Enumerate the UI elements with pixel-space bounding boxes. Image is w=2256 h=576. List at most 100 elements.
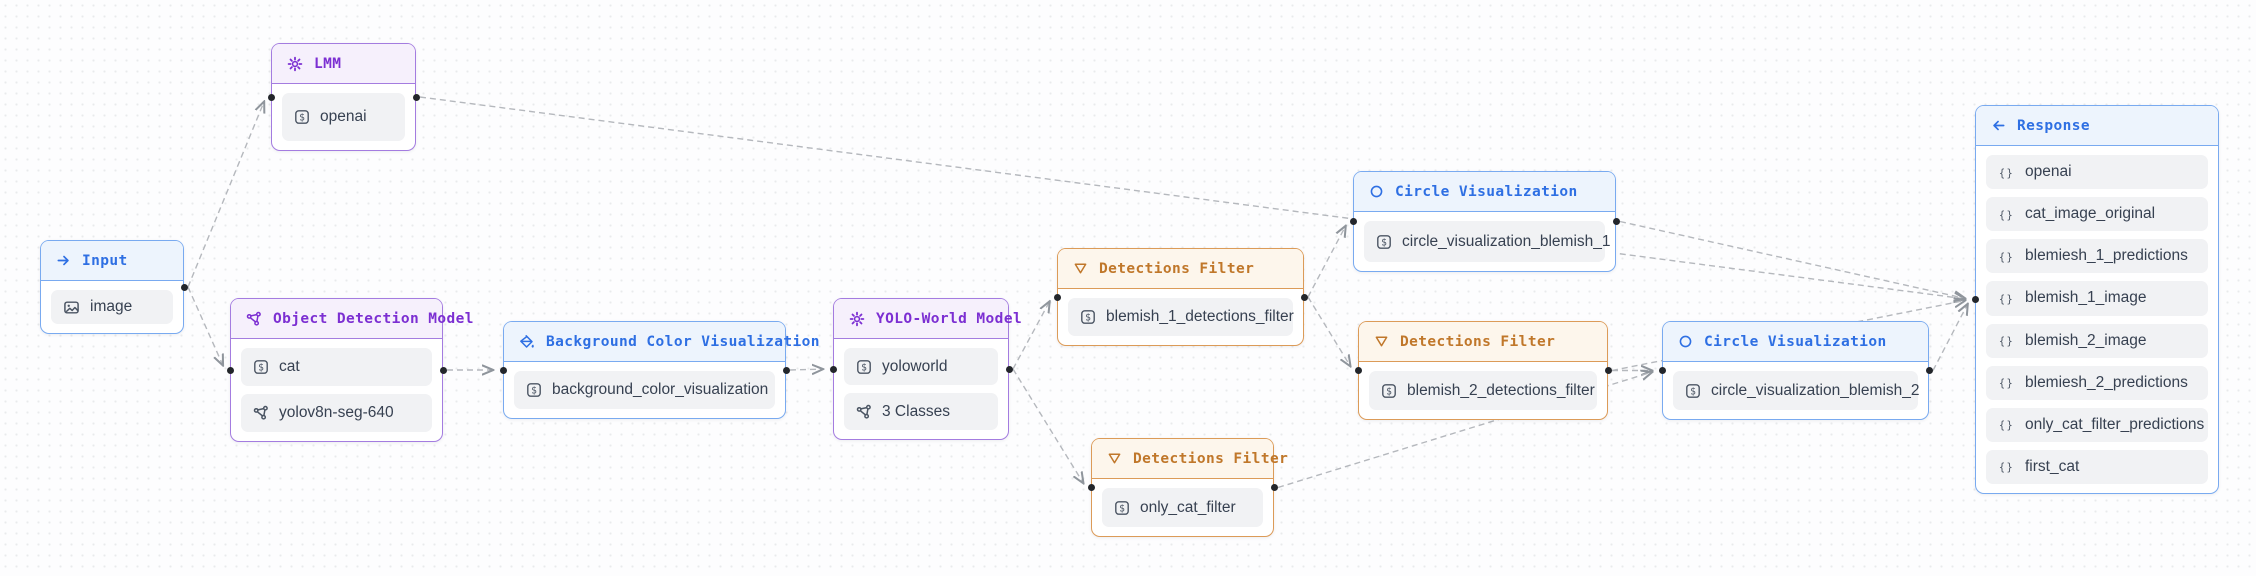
- node-body: {}openai {}cat_image_original {}blemiesh_1…: [1976, 146, 2218, 493]
- funnel-icon: [1107, 451, 1122, 466]
- node-bgviz[interactable]: Background Color Visualization $ backgrou…: [499, 321, 820, 419]
- node-header[interactable]: YOLO-World Model: [834, 299, 1022, 339]
- edge-bgviz-to-yolo: [789, 369, 822, 370]
- output-port[interactable]: [1270, 484, 1278, 491]
- edge-df1-to-cv1: [1307, 227, 1345, 298]
- node-title: LMM: [314, 55, 342, 72]
- svg-text:{}: {}: [1999, 209, 2014, 221]
- dollar-icon: $: [1114, 500, 1130, 516]
- node-cv2[interactable]: Circle Visualization $circle_visualizati…: [1658, 321, 1933, 420]
- node-header[interactable]: Input: [41, 241, 183, 281]
- node-item[interactable]: {}blemish_1_image: [1986, 281, 2208, 316]
- svg-text:{}: {}: [1999, 251, 2014, 263]
- node-item[interactable]: $ background_color_visualization: [514, 371, 775, 409]
- node-item[interactable]: $circle_visualization_blemish_1: [1364, 221, 1611, 262]
- node-body: $ only_cat_filter: [1092, 479, 1273, 536]
- node-item[interactable]: {}first_cat: [1986, 449, 2208, 484]
- node-title: Input: [82, 252, 128, 269]
- dollar-icon: $: [526, 382, 542, 398]
- node-item[interactable]: $cat: [241, 348, 432, 386]
- node-df3[interactable]: Detections Filter $ only_cat_filter: [1087, 438, 1288, 537]
- molecule-icon: [253, 405, 269, 421]
- funnel-icon: [1073, 261, 1088, 276]
- node-item[interactable]: yolov8n-seg-640: [241, 394, 432, 432]
- output-port[interactable]: [412, 93, 420, 101]
- node-yolo[interactable]: YOLO-World Model $yoloworld 3 Classes: [829, 298, 1022, 440]
- node-header[interactable]: Detections Filter: [1359, 322, 1607, 362]
- item-label: blemish_1_detections_filter: [1106, 308, 1294, 325]
- node-header[interactable]: Circle Visualization: [1663, 322, 1928, 362]
- svg-text:$: $: [258, 362, 264, 373]
- output-port[interactable]: [1300, 293, 1308, 301]
- output-port[interactable]: [1925, 367, 1933, 374]
- input-port[interactable]: [1349, 218, 1357, 225]
- node-header[interactable]: Response: [1976, 106, 2218, 146]
- input-port[interactable]: [499, 366, 507, 374]
- arrow-right-icon: [56, 253, 71, 268]
- input-port[interactable]: [1053, 293, 1061, 301]
- edge-cv1-to-response: [1619, 220, 1964, 299]
- input-port[interactable]: [1971, 296, 1979, 303]
- svg-text:{}: {}: [1999, 336, 2014, 348]
- node-body: $yoloworld 3 Classes: [834, 339, 1008, 439]
- node-item[interactable]: $ only_cat_filter: [1102, 488, 1263, 527]
- node-title: Background Color Visualization: [546, 333, 820, 350]
- output-port[interactable]: [1604, 367, 1612, 374]
- node-item[interactable]: $yoloworld: [844, 348, 998, 385]
- node-df2[interactable]: Detections Filter $blemish_2_detections_…: [1354, 321, 1612, 420]
- dollar-icon: $: [294, 109, 310, 125]
- node-response[interactable]: Response {}openai{}cat_image_original{}b…: [1971, 105, 2219, 494]
- node-item[interactable]: 3 Classes: [844, 393, 998, 430]
- input-port[interactable]: [1087, 484, 1095, 491]
- input-port[interactable]: [267, 93, 275, 101]
- node-item[interactable]: $circle_visualization_blemish_2: [1673, 371, 1920, 410]
- node-item[interactable]: {}blemiesh_2_predictions: [1986, 365, 2208, 400]
- molecule-icon: [856, 404, 872, 420]
- item-label: blemish_2_image: [2025, 331, 2147, 349]
- node-item[interactable]: {}blemiesh_1_predictions: [1986, 239, 2208, 274]
- node-item[interactable]: {} blemish_2_image: [1986, 323, 2208, 358]
- input-port[interactable]: [829, 365, 837, 373]
- braces-icon: {}: [1998, 207, 2015, 222]
- item-label: only_cat_filter: [1140, 498, 1236, 516]
- node-header[interactable]: Detections Filter: [1058, 249, 1303, 289]
- item-label: yoloworld: [882, 357, 948, 375]
- output-port[interactable]: [180, 283, 188, 291]
- node-cv1[interactable]: Circle Visualization $circle_visualizati…: [1349, 171, 1620, 272]
- node-item[interactable]: image: [51, 290, 173, 324]
- node-item[interactable]: {}openai: [1986, 155, 2208, 190]
- output-port[interactable]: [439, 366, 447, 374]
- item-label: background_color_visualization: [552, 381, 769, 398]
- svg-text:$: $: [299, 112, 305, 123]
- output-port[interactable]: [1005, 365, 1013, 373]
- node-title: Circle Visualization: [1395, 183, 1578, 200]
- node-lmm[interactable]: LMM $openai: [267, 43, 420, 151]
- node-title: Response: [2017, 117, 2091, 134]
- output-port[interactable]: [782, 366, 790, 374]
- node-item[interactable]: {}cat_image_original: [1986, 197, 2208, 232]
- item-label: yolov8n-seg-640: [279, 404, 394, 421]
- node-header[interactable]: LMM: [272, 44, 415, 84]
- node-odm[interactable]: Object Detection Model $cat yolov8n-seg-6…: [226, 298, 473, 442]
- node-item[interactable]: $blemish_2_detections_filter: [1369, 371, 1597, 410]
- node-header[interactable]: Detections Filter: [1092, 439, 1288, 479]
- braces-icon: {}: [1998, 165, 2015, 180]
- svg-text:$: $: [1690, 386, 1696, 397]
- node-input[interactable]: Input image: [40, 240, 188, 334]
- input-port[interactable]: [226, 366, 234, 374]
- input-port[interactable]: [1658, 367, 1666, 374]
- node-header[interactable]: Background Color Visualization: [504, 322, 820, 362]
- node-item[interactable]: $blemish_1_detections_filter: [1068, 298, 1294, 336]
- edge-input-to-odm: [187, 286, 223, 365]
- svg-text:{}: {}: [1999, 167, 2014, 179]
- node-header[interactable]: Object Detection Model: [231, 299, 473, 339]
- node-df1[interactable]: Detections Filter $blemish_1_detections_…: [1053, 248, 1308, 346]
- gear-icon: [287, 56, 303, 72]
- node-item[interactable]: {}only_cat_filter_predictions: [1986, 407, 2208, 442]
- node-item[interactable]: $openai: [282, 93, 405, 141]
- node-header[interactable]: Circle Visualization: [1354, 172, 1615, 212]
- input-port[interactable]: [1354, 367, 1362, 374]
- item-label: blemish_2_detections_filter: [1407, 381, 1595, 399]
- output-port[interactable]: [1612, 218, 1620, 225]
